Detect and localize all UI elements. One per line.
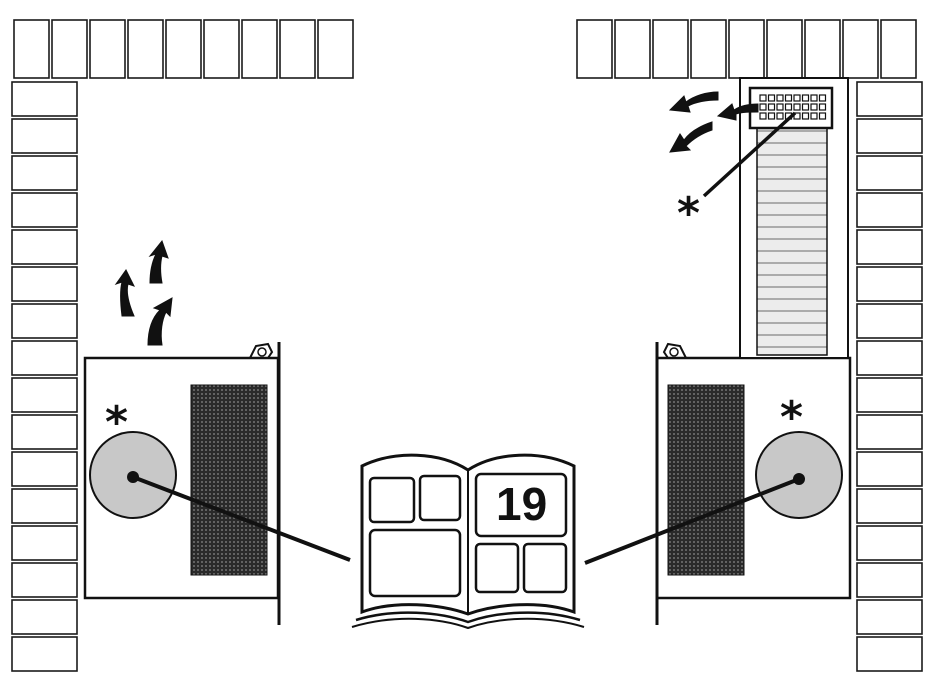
manual-page-number: 19 [496, 478, 547, 530]
wall-brick [576, 19, 613, 79]
right-wall [576, 19, 923, 672]
wall-brick [11, 303, 78, 339]
wall-brick [241, 19, 278, 79]
wall-brick [11, 340, 78, 376]
wall-brick [51, 19, 88, 79]
wall-brick [127, 19, 164, 79]
wall-brick [652, 19, 689, 79]
open-book-icon: 19 [351, 453, 585, 630]
wall-brick [11, 451, 78, 487]
exhaust-panel [739, 77, 849, 359]
connector-pin [767, 94, 776, 102]
wall-brick [856, 155, 923, 191]
connector-pin [776, 103, 784, 111]
wall-brick [165, 19, 202, 79]
wall-brick [11, 266, 78, 302]
wall-brick [880, 19, 917, 79]
wall-brick [856, 488, 923, 524]
wall-brick [11, 414, 78, 450]
airflow-arrow-icon [668, 91, 759, 153]
wall-brick [856, 377, 923, 413]
connector-pin [776, 94, 784, 102]
wall-brick [856, 636, 923, 672]
wall-brick [856, 192, 923, 228]
connector-pin [793, 103, 801, 111]
left-wall [11, 19, 354, 672]
wall-brick [856, 414, 923, 450]
wall-brick [728, 19, 765, 79]
wall-brick [856, 562, 923, 598]
wall-brick [856, 303, 923, 339]
wall-brick [11, 488, 78, 524]
wall-brick [11, 636, 78, 672]
connector-pin [767, 103, 776, 111]
wall-brick [11, 562, 78, 598]
wall-brick [804, 19, 841, 79]
vent-grille [667, 384, 745, 576]
connector-pin [818, 112, 827, 120]
wall-brick [11, 118, 78, 154]
callout-marker: * [677, 188, 700, 239]
connector-pin [784, 103, 793, 111]
connector-pin [776, 112, 784, 120]
vent-grille [190, 384, 268, 576]
wall-brick [856, 451, 923, 487]
airflow-arrow-icon [114, 239, 173, 346]
connector-pin [784, 94, 793, 102]
wall-brick [89, 19, 126, 79]
wall-brick [614, 19, 651, 79]
wall-brick [203, 19, 240, 79]
wall-brick [856, 81, 923, 117]
connector-pin [759, 103, 767, 111]
wall-brick [766, 19, 803, 79]
wall-brick [856, 118, 923, 154]
wall-brick [13, 19, 50, 79]
connector-pin [767, 112, 776, 120]
wall-brick [11, 377, 78, 413]
wall-brick [11, 81, 78, 117]
connector-pin [810, 94, 818, 102]
connector-pin [759, 94, 767, 102]
connector-pin [793, 94, 801, 102]
wall-brick [856, 525, 923, 561]
wall-brick [690, 19, 727, 79]
right-unit: * [655, 342, 852, 625]
connector-pin [801, 94, 810, 102]
wall-brick [11, 229, 78, 265]
wall-brick [856, 229, 923, 265]
wall-brick [856, 266, 923, 302]
wall-brick [279, 19, 316, 79]
connector-pin [801, 103, 810, 111]
connector-pin [810, 112, 818, 120]
callout-lines [132, 111, 800, 565]
connector-pin [818, 94, 827, 102]
wall-brick [11, 155, 78, 191]
connector-pin [810, 103, 818, 111]
wall-brick [842, 19, 879, 79]
wall-brick [856, 599, 923, 635]
wall-brick [856, 340, 923, 376]
wall-brick [11, 192, 78, 228]
callout-marker: * [780, 392, 803, 443]
left-unit: * [83, 342, 281, 625]
connector-pin [818, 103, 827, 111]
wall-brick [11, 525, 78, 561]
connector-pin [759, 112, 767, 120]
callout-marker: * [105, 397, 128, 448]
wall-brick [11, 599, 78, 635]
wall-brick [317, 19, 354, 79]
connector-pin [801, 112, 810, 120]
